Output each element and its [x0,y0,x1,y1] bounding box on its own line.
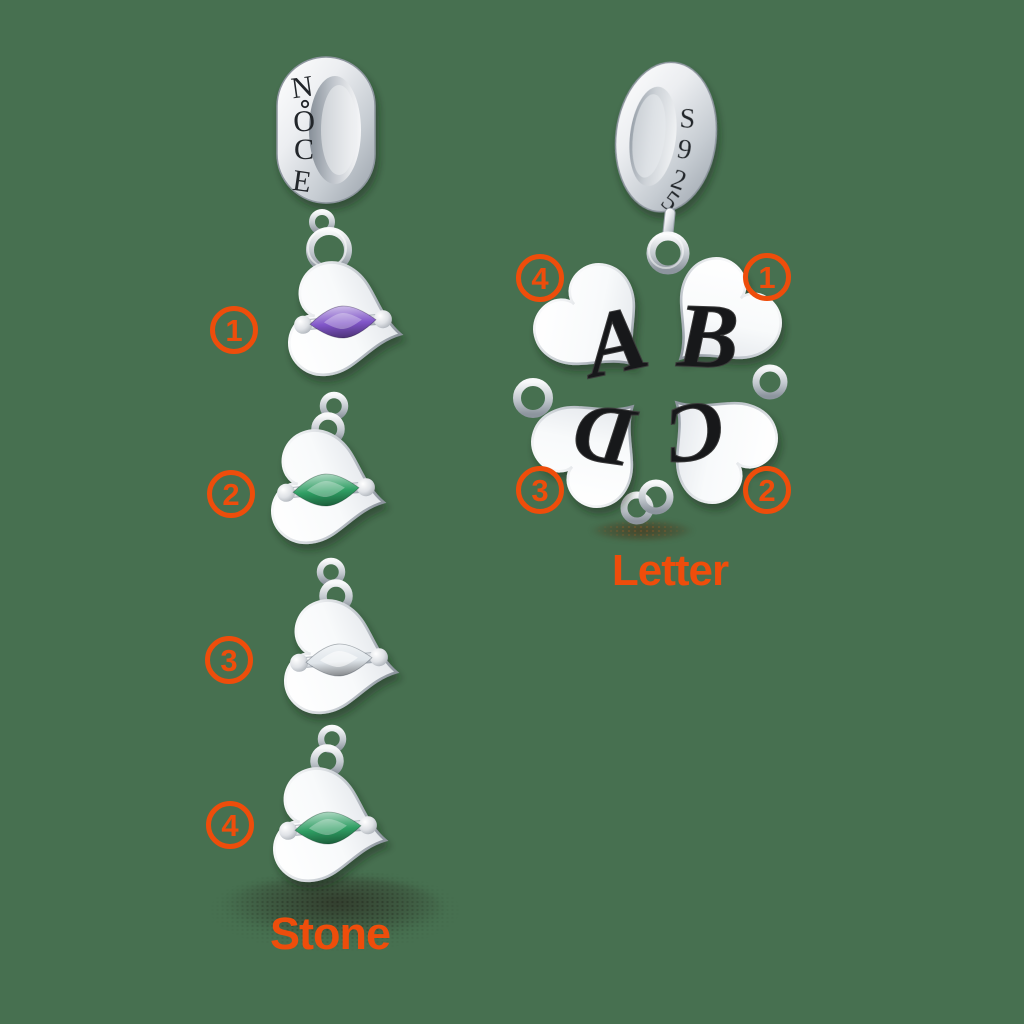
bail-letter: C [294,133,314,166]
heart-chain-charm: N O C E [271,56,404,883]
marquise-stone-setting [277,473,375,507]
stone-label: Stone [269,908,391,959]
prong-ball [356,478,375,497]
clover-leaf-bottom-left [531,404,635,508]
bail-connector-link [646,207,690,275]
heart-charm-2 [271,429,387,545]
circled-number-3-stone: 3 [205,636,253,684]
circled-number-2-stone: 2 [207,470,255,518]
prong-ball [290,653,309,672]
clover-leaf-bottom-right [674,400,778,504]
clover-charm-shadow [590,519,694,542]
marquise-stone-setting [279,811,377,845]
prong-ball [358,816,377,835]
circled-number-1-stone: 1 [210,306,258,354]
connector-link [310,724,347,778]
clover-side-rings [513,364,788,525]
prong-ball [279,821,298,840]
bail-connector-rings [306,209,352,273]
bail-engraving-noce: N O C E [289,70,316,199]
right-bail: S 9 2 5 [614,61,718,218]
circled-number-3-letter: 3 [516,466,564,514]
circled-number-4-letter: 4 [516,254,564,302]
clover-charm-shadow-grain [596,521,686,539]
logo-ring-mark [300,99,310,109]
engraved-letter-top-right: B [675,284,741,388]
bail-letter: E [291,164,314,199]
clover-engraved-letters: A B D C [568,283,741,486]
circled-number-1-letter: 1 [743,253,791,301]
left-bail: N O C E [276,56,376,204]
marquise-stone-setting [290,643,388,677]
bail-letter: N [289,70,315,106]
circled-number-4-stone: 4 [206,801,254,849]
bail-letter: S [679,103,696,135]
heart-charm-4 [273,767,389,883]
circled-number-2-letter: 2 [743,466,791,514]
heart-charm-1 [288,261,404,377]
chain-charm-shadow [222,876,442,940]
clover-leaf-top-left [533,263,637,367]
bail-letter: 9 [675,133,694,166]
clover-letter-charm: S 9 2 5 [513,61,788,525]
prong-ball [294,315,313,334]
chain-charm-shadow-grain [210,868,460,952]
engraved-letter-bottom-right: C [661,382,730,482]
heart-charm-3 [284,599,400,715]
bail-letter: O [292,104,316,138]
prong-ball [369,648,388,667]
prong-ball [373,310,392,329]
engraved-letter-bottom-left: D [568,385,642,486]
clover-leaf-top-right [678,257,782,361]
letter-label: Letter [611,546,729,595]
prong-ball [277,483,296,502]
marquise-stone-setting [294,305,392,339]
